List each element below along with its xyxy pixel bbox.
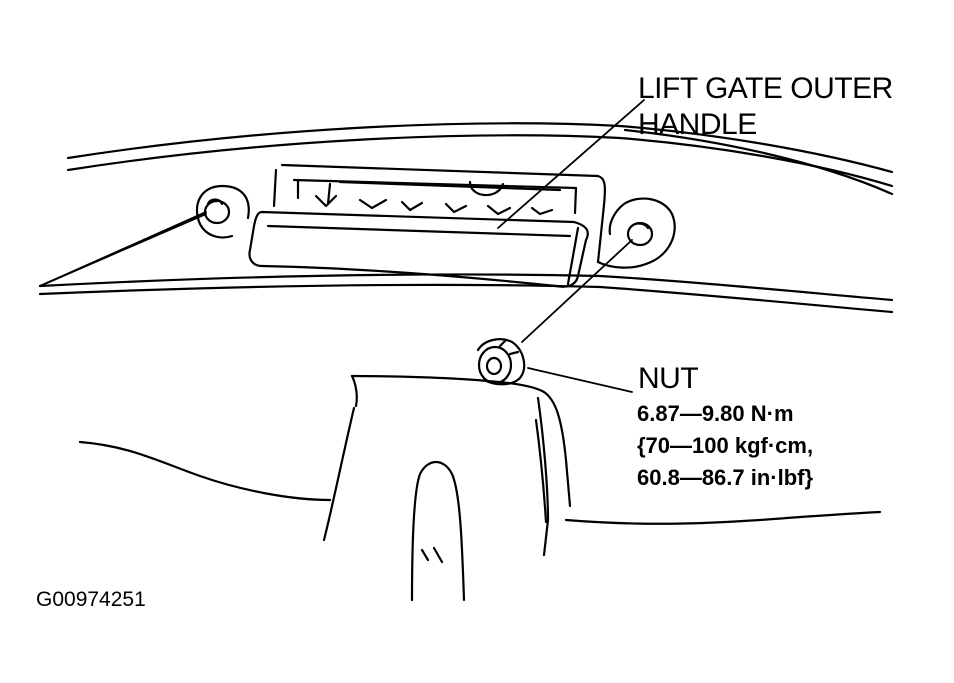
handle-label-line1: LIFT GATE OUTER: [638, 72, 893, 105]
lift-gate-panel-edges: [38, 122, 894, 314]
stud-leader-line: [39, 211, 207, 287]
right-mounting-stud: [596, 197, 676, 269]
handle-recess: [272, 163, 606, 264]
handle-leader-line: [497, 99, 645, 229]
right-stud-to-nut-line: [521, 239, 633, 343]
figure-id: G00974251: [36, 588, 146, 611]
handle-label-line2: HANDLE: [638, 108, 757, 141]
outer-handle: [248, 210, 589, 288]
torque-inlbf-spec: 60.8—86.7 in·lbf}: [637, 465, 814, 490]
nut: [476, 338, 526, 386]
nut-leader-line: [527, 367, 633, 393]
nut-label: NUT: [638, 362, 699, 395]
torque-nm-spec: 6.87—9.80 N·m: [637, 401, 794, 426]
leader-lines: [39, 99, 645, 393]
lower-body-panel: [78, 374, 882, 602]
torque-kgf-spec: {70—100 kgf·cm,: [637, 433, 814, 458]
